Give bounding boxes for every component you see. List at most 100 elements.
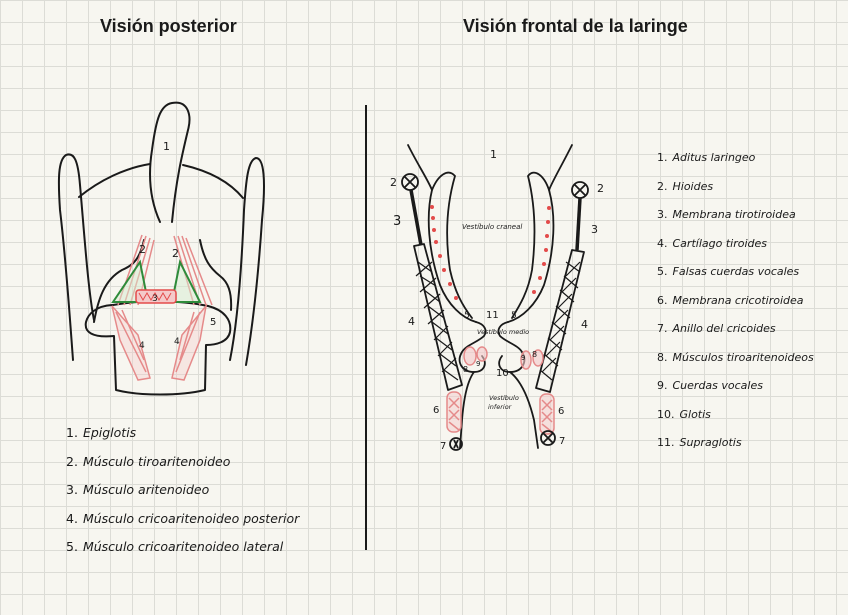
thyrohyoid-membrane bbox=[409, 189, 582, 251]
right-inner-wall bbox=[507, 189, 555, 323]
label-tiro-right: 2 bbox=[172, 247, 179, 260]
posterior-cricoarytenoid-muscles bbox=[111, 303, 208, 381]
left-subglottic-wall bbox=[459, 371, 475, 449]
legend-num: 11. bbox=[657, 436, 675, 449]
legend-item: 5. Falsas cuerdas vocales bbox=[657, 264, 814, 293]
legend-num: 4. bbox=[657, 236, 668, 250]
label-falsas-left: 5 bbox=[464, 311, 470, 321]
legend-num: 8. bbox=[657, 350, 668, 364]
legend-text: Músculo tiroaritenoideo bbox=[82, 453, 231, 469]
legend-text: Anillo del cricoides bbox=[672, 322, 776, 335]
label-falsas-right: 5 bbox=[511, 311, 517, 321]
legend-posterior: 1.Epiglotis 2.Músculo tiroaritenoideo 3.… bbox=[66, 424, 299, 567]
thyroid-hatching bbox=[415, 261, 581, 381]
left-lateral-wall bbox=[57, 153, 95, 361]
label-hioides-left: 2 bbox=[390, 176, 397, 189]
legend-text: Músculo cricoaritenoideo posterior bbox=[82, 510, 300, 526]
right-false-cord bbox=[497, 321, 526, 373]
cricoid-plate bbox=[84, 304, 232, 396]
label-crico-left: 6 bbox=[433, 405, 439, 416]
label-cuerdas-left: 9 bbox=[476, 360, 480, 368]
label-vestibulo-medio: Vestíbulo medio bbox=[477, 328, 529, 336]
label-cuerdas-right: 9 bbox=[521, 354, 525, 362]
right-aryepiglottic-fold bbox=[511, 144, 573, 319]
left-inner-wall bbox=[427, 189, 477, 323]
cricoid-rings bbox=[449, 430, 556, 451]
frontal-view bbox=[407, 144, 585, 449]
legend-item: 6. Membrana cricotiroidea bbox=[657, 293, 814, 322]
legend-text: Cartílago tiroides bbox=[672, 236, 767, 250]
label-aritenoideo: 3 bbox=[152, 294, 158, 304]
legend-item: 1. Aditus laringeo bbox=[657, 150, 814, 179]
label-cricoarit-lat: 5 bbox=[210, 317, 216, 328]
legend-text: Falsas cuerdas vocales bbox=[672, 265, 800, 278]
label-glotis: 10 bbox=[496, 368, 509, 379]
label-cricoarit-post-left: 4 bbox=[139, 341, 145, 351]
legend-item: 3. Membrana tirotiroidea bbox=[657, 207, 814, 236]
legend-text: Aditus laringeo bbox=[672, 151, 756, 164]
legend-text: Músculos tiroaritenoideos bbox=[672, 350, 814, 364]
title-frontal-view: Visión frontal de la laringe bbox=[463, 16, 688, 36]
legend-item: 3.Músculo aritenoideo bbox=[66, 481, 299, 510]
label-vestibulo-inferior-1: Vestíbulo bbox=[489, 394, 519, 402]
label-tiroides-left: 4 bbox=[408, 315, 415, 328]
legend-text: Glotis bbox=[679, 407, 711, 421]
label-membrana-left: 3 bbox=[393, 214, 401, 229]
legend-num: 2. bbox=[66, 453, 78, 469]
legend-frontal: 1. Aditus laringeo 2. Hioides 3. Membrana t… bbox=[657, 150, 814, 464]
label-tiroarit-right: 8 bbox=[532, 350, 537, 359]
label-hioides-right: 2 bbox=[597, 182, 604, 195]
legend-item: 5. Músculo cricoaritenoideo lateral bbox=[66, 538, 299, 567]
label-anillo-left: 7 bbox=[440, 441, 446, 452]
label-tiro-left: 2 bbox=[139, 243, 146, 256]
legend-item: 10. Glotis bbox=[657, 407, 814, 436]
legend-num: 4. bbox=[66, 510, 78, 526]
arytenoid-cartilages bbox=[111, 258, 202, 303]
posterior-view bbox=[57, 101, 265, 396]
legend-num: 6. bbox=[657, 293, 668, 307]
legend-num: 5. bbox=[66, 539, 78, 554]
label-cricoarit-post-right: 4 bbox=[174, 337, 180, 347]
label-crico-right: 6 bbox=[558, 406, 564, 417]
legend-item: 7.Anillo del cricoides bbox=[657, 321, 814, 350]
left-aryepiglottic-fold bbox=[407, 144, 473, 319]
legend-num: 1. bbox=[657, 151, 668, 164]
legend-num: 3. bbox=[66, 482, 78, 497]
left-thyroid-cartilage bbox=[413, 243, 463, 391]
legend-item: 4.Músculo cricoaritenoideo posterior bbox=[66, 510, 299, 539]
legend-num: 3. bbox=[657, 208, 668, 221]
legend-text: Membrana tirotiroidea bbox=[672, 208, 796, 221]
epiglottis bbox=[149, 101, 191, 223]
legend-num: 5. bbox=[657, 265, 668, 278]
legend-text: Hioides bbox=[672, 179, 714, 193]
legend-item: 11. Supraglotis bbox=[657, 435, 814, 464]
legend-item: 4. Cartílago tiroides bbox=[657, 236, 814, 265]
legend-text: Supraglotis bbox=[679, 436, 742, 449]
label-aditus: 1 bbox=[490, 148, 497, 161]
legend-num: 1. bbox=[66, 425, 78, 440]
legend-text: Cuerdas vocales bbox=[672, 379, 763, 392]
right-subglottic-wall bbox=[509, 371, 539, 449]
cricothyroid-membrane bbox=[446, 391, 555, 435]
label-membrana-right: 3 bbox=[591, 223, 598, 236]
legend-num: 2. bbox=[657, 179, 668, 193]
legend-item: 2. Hioides bbox=[657, 179, 814, 208]
title-posterior-view: Visión posterior bbox=[100, 16, 237, 36]
legend-item: 1.Epiglotis bbox=[66, 424, 299, 453]
legend-text: Músculo cricoaritenoideo lateral bbox=[82, 539, 284, 554]
left-false-cord bbox=[458, 321, 487, 373]
thyroarytenoid-muscles-frontal bbox=[463, 346, 544, 370]
label-vestibulo-inferior-2: inferior bbox=[488, 403, 513, 411]
label-tiroides-right: 4 bbox=[581, 318, 588, 331]
legend-item: 8. Músculos tiroaritenoideos bbox=[657, 350, 814, 379]
thyroid-outline-right bbox=[199, 239, 233, 311]
legend-num: 10. bbox=[657, 407, 675, 421]
legend-text: Membrana cricotiroidea bbox=[672, 293, 804, 307]
right-thyroid-cartilage bbox=[535, 249, 585, 393]
right-lateral-wall bbox=[229, 157, 265, 366]
hyoid-arch bbox=[78, 163, 244, 199]
legend-num: 9. bbox=[657, 379, 668, 392]
legend-item: 2.Músculo tiroaritenoideo bbox=[66, 453, 299, 482]
label-epiglotis: 1 bbox=[163, 140, 170, 153]
